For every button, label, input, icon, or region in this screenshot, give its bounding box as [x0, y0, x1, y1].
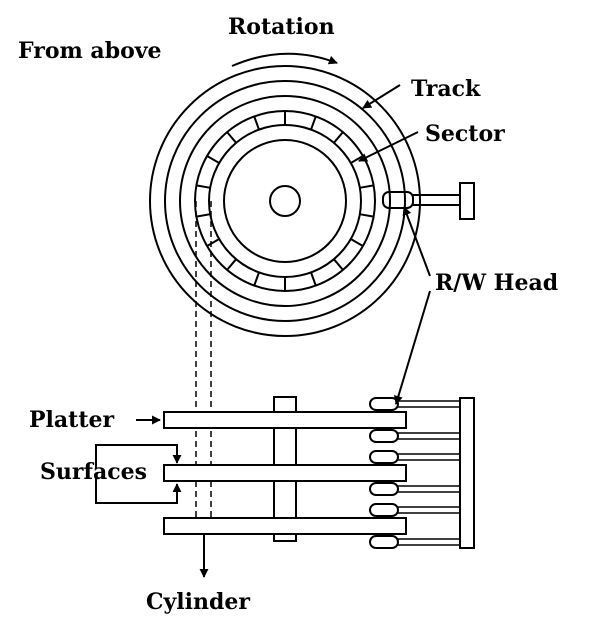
sector-divider: [196, 184, 211, 189]
rw-head-side: [369, 482, 399, 496]
sector-divider: [359, 213, 374, 218]
side-actuator: [369, 397, 475, 549]
rw-heads-side: [369, 397, 460, 549]
head-arm: [398, 485, 460, 493]
sector-divider: [310, 116, 317, 130]
platter-side-3: [163, 517, 407, 535]
sector-ring-outer: [194, 110, 376, 292]
surfaces-bracket-top: [95, 444, 182, 469]
rw-head-label: R/W Head: [435, 270, 559, 296]
platter-side-2: [163, 464, 407, 482]
track-circle: [179, 95, 391, 307]
sector-divider: [206, 238, 220, 247]
sector-divider: [226, 131, 237, 144]
platter-stack-side-view: [163, 396, 407, 542]
rw-head-arrow-top: [402, 206, 431, 277]
rw-head-side: [369, 450, 399, 464]
rw-head-arrow-side: [394, 290, 431, 405]
sector-divider: [310, 272, 317, 286]
rw-head-side: [369, 397, 399, 411]
track-circle-outer: [149, 65, 421, 337]
head-arm: [398, 538, 460, 546]
from-above-label: From above: [18, 38, 162, 64]
track-arrow: [362, 84, 401, 109]
actuator-mount-top: [459, 182, 475, 220]
rw-head-top: [382, 191, 414, 209]
cylinder-label: Cylinder: [146, 589, 250, 615]
sector-label: Sector: [425, 121, 505, 147]
spindle-hub: [269, 185, 301, 217]
sector-divider: [333, 258, 344, 271]
head-arm: [398, 506, 460, 514]
sector-divider: [350, 238, 364, 247]
rw-head-side: [369, 429, 399, 443]
track-circle: [223, 139, 347, 263]
top-actuator: [382, 182, 475, 220]
platter-top-view: [149, 65, 421, 337]
rw-head-side: [369, 503, 399, 517]
platter-side-1: [163, 411, 407, 429]
sector-ring-inner: [208, 124, 362, 278]
rotation-arrow: [231, 52, 338, 67]
head-arm: [398, 400, 460, 408]
sector-divider: [196, 213, 211, 218]
surfaces-bracket-bottom: [95, 476, 182, 504]
sector-divider: [253, 272, 260, 286]
track-label: Track: [411, 76, 481, 102]
sector-divider: [359, 184, 374, 189]
sector-divider: [333, 131, 344, 144]
sector-divider: [226, 258, 237, 271]
head-arm: [398, 432, 460, 440]
rw-head-side: [369, 535, 399, 549]
head-arm: [398, 453, 460, 461]
cylinder-projection: [195, 201, 212, 534]
track-circle: [164, 80, 406, 322]
surfaces-label: Surfaces: [40, 459, 147, 485]
actuator-mount-side: [459, 397, 475, 549]
rotation-label: Rotation: [228, 14, 335, 40]
sector-divider: [206, 155, 220, 164]
sector-arrow: [358, 131, 419, 162]
sector-divider: [253, 116, 260, 130]
platter-label: Platter: [29, 407, 115, 433]
sector-dividers: [196, 111, 374, 291]
